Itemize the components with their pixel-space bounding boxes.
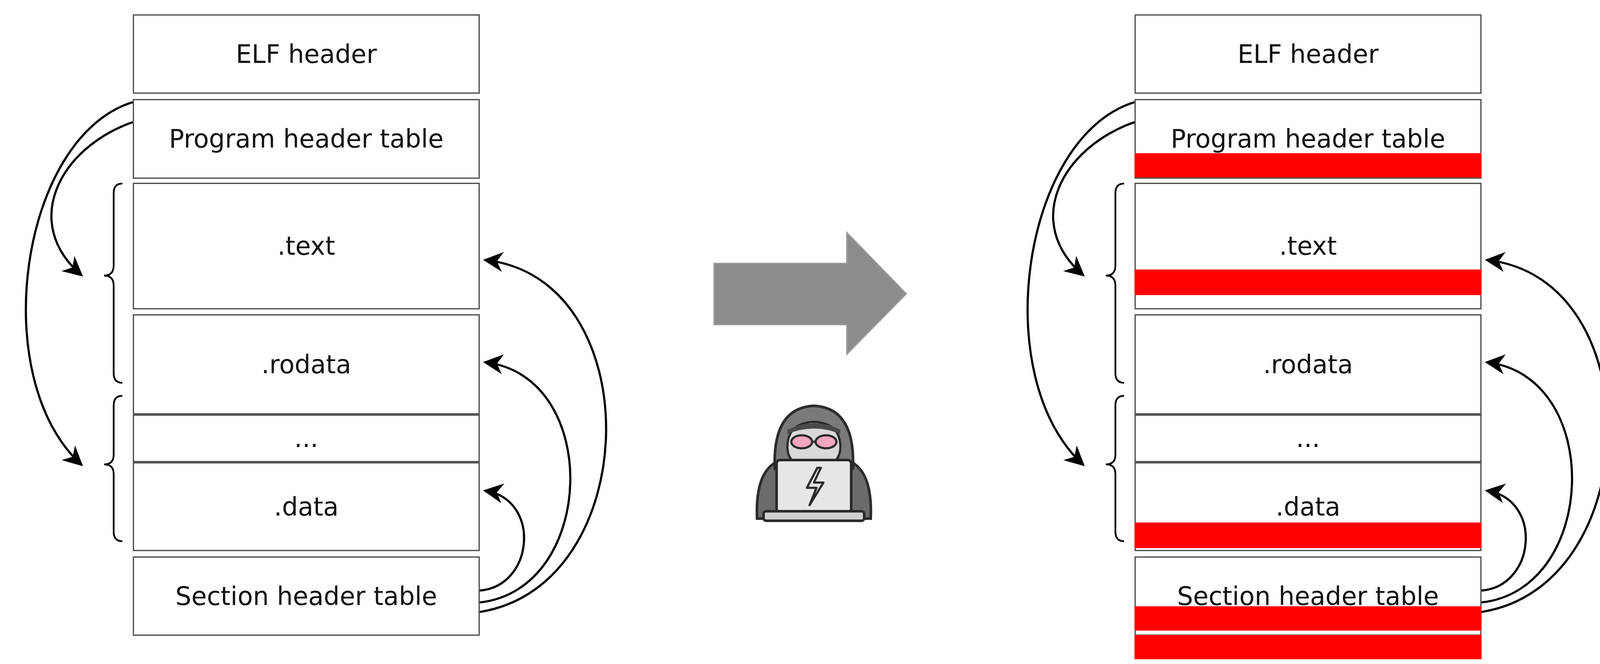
section-box: .data: [132, 462, 480, 551]
section-box: .rodata: [1134, 314, 1482, 415]
node-label: Section header table: [1177, 581, 1440, 611]
hacker-glasses: [791, 435, 813, 449]
node-label: .rodata: [261, 349, 351, 380]
modified-region: [1134, 153, 1482, 178]
pointer-arrow: [479, 259, 607, 612]
header-box: ELF header: [1134, 14, 1482, 94]
ellipsis-box: ...: [1134, 414, 1482, 463]
pointer-arrow: [1053, 121, 1135, 276]
hacker-icon: [757, 405, 872, 521]
hacker-glasses-bridge: [812, 440, 816, 443]
node-label: ...: [1295, 423, 1320, 453]
node-label: ELF header: [235, 39, 377, 69]
section-box: .text: [132, 182, 480, 310]
pointer-arrow: [1481, 259, 1600, 612]
segment-brace: [104, 395, 123, 541]
pointer-arrow: [51, 121, 133, 276]
section-box: .rodata: [132, 314, 480, 415]
node-label: ELF header: [1237, 39, 1379, 69]
header-box: ELF header: [132, 14, 480, 94]
transform-arrow: [714, 232, 907, 355]
node-label: .text: [277, 231, 336, 261]
modified-region: [1134, 269, 1482, 296]
node-label: Program header table: [1170, 124, 1446, 154]
lightning-bolt: [806, 467, 824, 505]
appended-region: [1134, 634, 1482, 660]
table-box: Program header table: [132, 98, 480, 179]
pointer-arrow: [1027, 101, 1135, 465]
node-label: ...: [294, 423, 319, 453]
pointer-arrow: [479, 490, 525, 591]
ellipsis-box: ...: [132, 414, 480, 463]
node-label: Program header table: [169, 124, 444, 154]
node-label: .text: [1279, 231, 1338, 261]
laptop-base: [763, 511, 865, 521]
node-label: .data: [1275, 491, 1341, 522]
hacker-hair: [787, 422, 841, 434]
modified-region: [1134, 522, 1482, 548]
hacker-glasses: [815, 435, 837, 449]
node-label: Section header table: [175, 581, 438, 611]
pointer-arrow: [479, 362, 571, 603]
pointer-arrow: [1481, 362, 1573, 603]
node-label: .rodata: [1262, 349, 1353, 380]
pointer-arrow: [26, 101, 133, 465]
node-label: .data: [273, 491, 339, 522]
segment-brace: [104, 183, 123, 383]
segment-brace: [1105, 183, 1125, 383]
pointer-arrow: [1481, 490, 1526, 591]
table-box: Section header table: [132, 556, 480, 636]
segment-brace: [1105, 395, 1125, 541]
laptop-screen: [776, 459, 852, 512]
